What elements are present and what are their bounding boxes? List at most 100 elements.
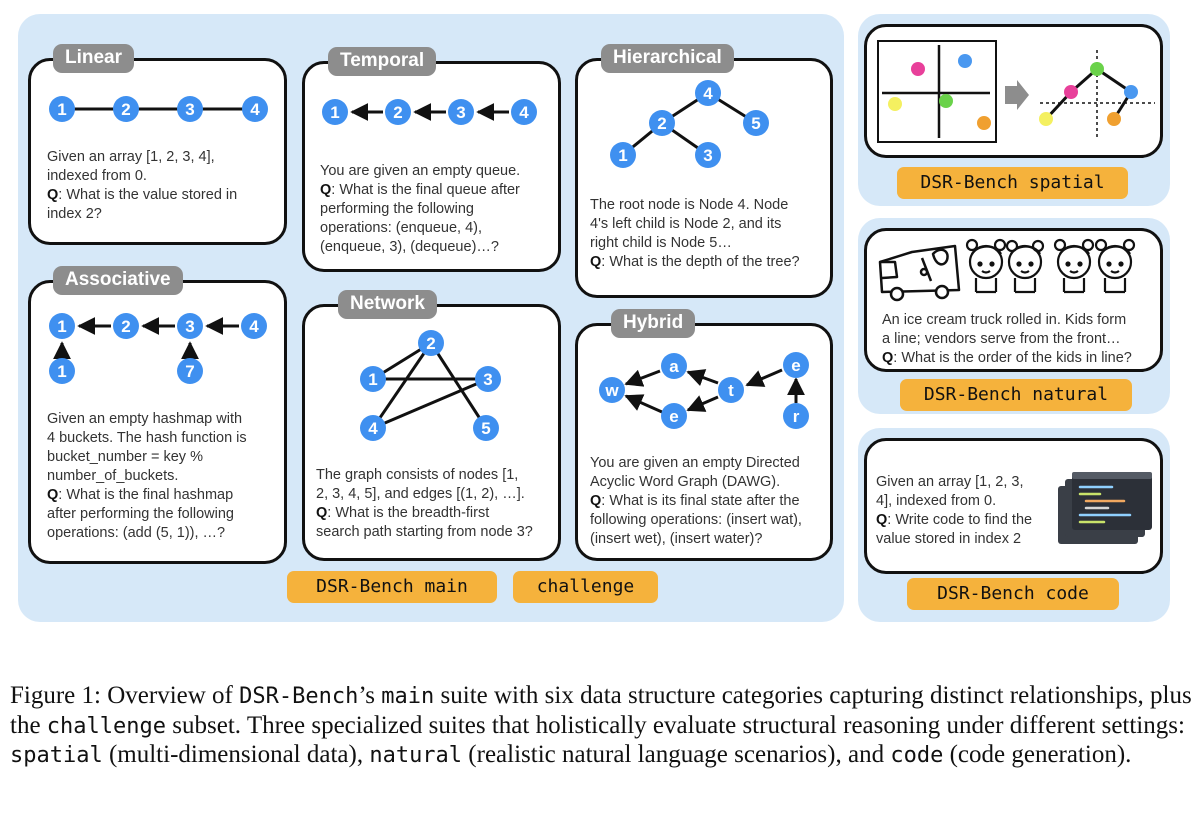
svg-text:t: t [728, 381, 734, 400]
svg-text:r: r [793, 407, 800, 426]
hash-chain-node-7: 7 [177, 358, 203, 384]
svg-text:3: 3 [456, 103, 465, 122]
natural-suite-label: DSR-Bench natural [900, 379, 1132, 411]
network-node-5: 5 [473, 415, 499, 441]
transform-arrow-icon [1005, 80, 1029, 110]
linear-card [28, 58, 287, 245]
point-yellow [888, 97, 902, 111]
ice-cream-truck-icon [878, 244, 961, 302]
temporal-node-1: 1 [322, 99, 348, 125]
svg-text:w: w [604, 381, 619, 400]
point-green [939, 94, 953, 108]
svg-text:1: 1 [368, 370, 377, 389]
svg-text:2: 2 [657, 114, 666, 133]
point-blue [958, 54, 972, 68]
linear-title: Linear [53, 44, 135, 73]
svg-text:4: 4 [519, 103, 529, 122]
code-text: Given an array [1, 2, 3,4], indexed from… [876, 474, 1033, 547]
network-text: The graph consists of nodes [1,2, 3, 4, … [316, 467, 533, 540]
dawg-node-e-lower: e [661, 403, 687, 429]
svg-text:7: 7 [185, 362, 194, 381]
linear-node-4: 4 [242, 96, 268, 122]
svg-text:1: 1 [330, 103, 339, 122]
svg-text:4: 4 [249, 317, 259, 336]
linear-node-label: 1 [57, 100, 66, 119]
linear-node-1: 1 [49, 96, 75, 122]
svg-text:a: a [669, 357, 679, 376]
temporal-title: Temporal [328, 47, 437, 76]
kd-node-green [1090, 62, 1104, 76]
svg-text:5: 5 [481, 419, 490, 438]
tree-node-3: 3 [695, 142, 721, 168]
temporal-node-4: 4 [511, 99, 537, 125]
code-suite-label: DSR-Bench code [907, 578, 1119, 610]
svg-text:3: 3 [185, 317, 194, 336]
svg-text:2: 2 [393, 103, 402, 122]
dawg-node-t: t [718, 377, 744, 403]
hash-node-1: 1 [49, 313, 75, 339]
temporal-card [302, 61, 561, 272]
svg-text:4: 4 [703, 84, 713, 103]
svg-text:3: 3 [483, 370, 492, 389]
svg-text:2: 2 [121, 317, 130, 336]
hierarchical-title: Hierarchical [601, 44, 734, 73]
linear-node-label: 2 [121, 100, 130, 119]
point-orange [977, 116, 991, 130]
linear-node-label: 3 [185, 100, 194, 119]
svg-text:1: 1 [618, 146, 627, 165]
hybrid-title: Hybrid [611, 309, 696, 338]
svg-text:1: 1 [57, 317, 66, 336]
kd-node-orange [1107, 112, 1121, 126]
svg-text:e: e [791, 356, 800, 375]
challenge-label: challenge [513, 571, 658, 603]
tree-node-4: 4 [695, 80, 721, 106]
point-pink [911, 62, 925, 76]
hash-node-3: 3 [177, 313, 203, 339]
hash-chain-node-1: 1 [49, 358, 75, 384]
dawg-node-r: r [783, 403, 809, 429]
svg-text:5: 5 [751, 114, 760, 133]
kid-icon-1 [965, 238, 1007, 294]
linear-node-3: 3 [177, 96, 203, 122]
tree-node-1: 1 [610, 142, 636, 168]
kid-icon-3 [1053, 238, 1095, 294]
main-suite-label: DSR-Bench main [287, 571, 497, 603]
kd-node-yellow [1039, 112, 1053, 126]
network-node-1: 1 [360, 366, 386, 392]
dawg-node-w: w [599, 377, 625, 403]
svg-text:1: 1 [57, 362, 66, 381]
svg-text:3: 3 [703, 146, 712, 165]
svg-text:2: 2 [426, 334, 435, 353]
temporal-node-2: 2 [385, 99, 411, 125]
kid-icon-2 [1005, 239, 1045, 294]
figure-caption: Figure 1: Overview of DSR-Bench’s main s… [10, 682, 1192, 768]
dawg-node-e-upper: e [783, 352, 809, 378]
spatial-suite-label: DSR-Bench spatial [897, 167, 1128, 199]
linear-node-2: 2 [113, 96, 139, 122]
temporal-text: You are given an empty queue. Q: What is… [320, 163, 521, 255]
kd-node-blue [1124, 85, 1138, 99]
dawg-node-a: a [661, 353, 687, 379]
svg-text:4: 4 [368, 419, 378, 438]
linear-node-label: 4 [250, 100, 260, 119]
network-node-4: 4 [360, 415, 386, 441]
hash-node-2: 2 [113, 313, 139, 339]
associative-title: Associative [53, 266, 183, 295]
temporal-node-3: 3 [448, 99, 474, 125]
svg-text:e: e [669, 407, 678, 426]
tree-node-2: 2 [649, 110, 675, 136]
scatter-frame [877, 40, 997, 143]
kid-icon-4 [1094, 238, 1136, 294]
